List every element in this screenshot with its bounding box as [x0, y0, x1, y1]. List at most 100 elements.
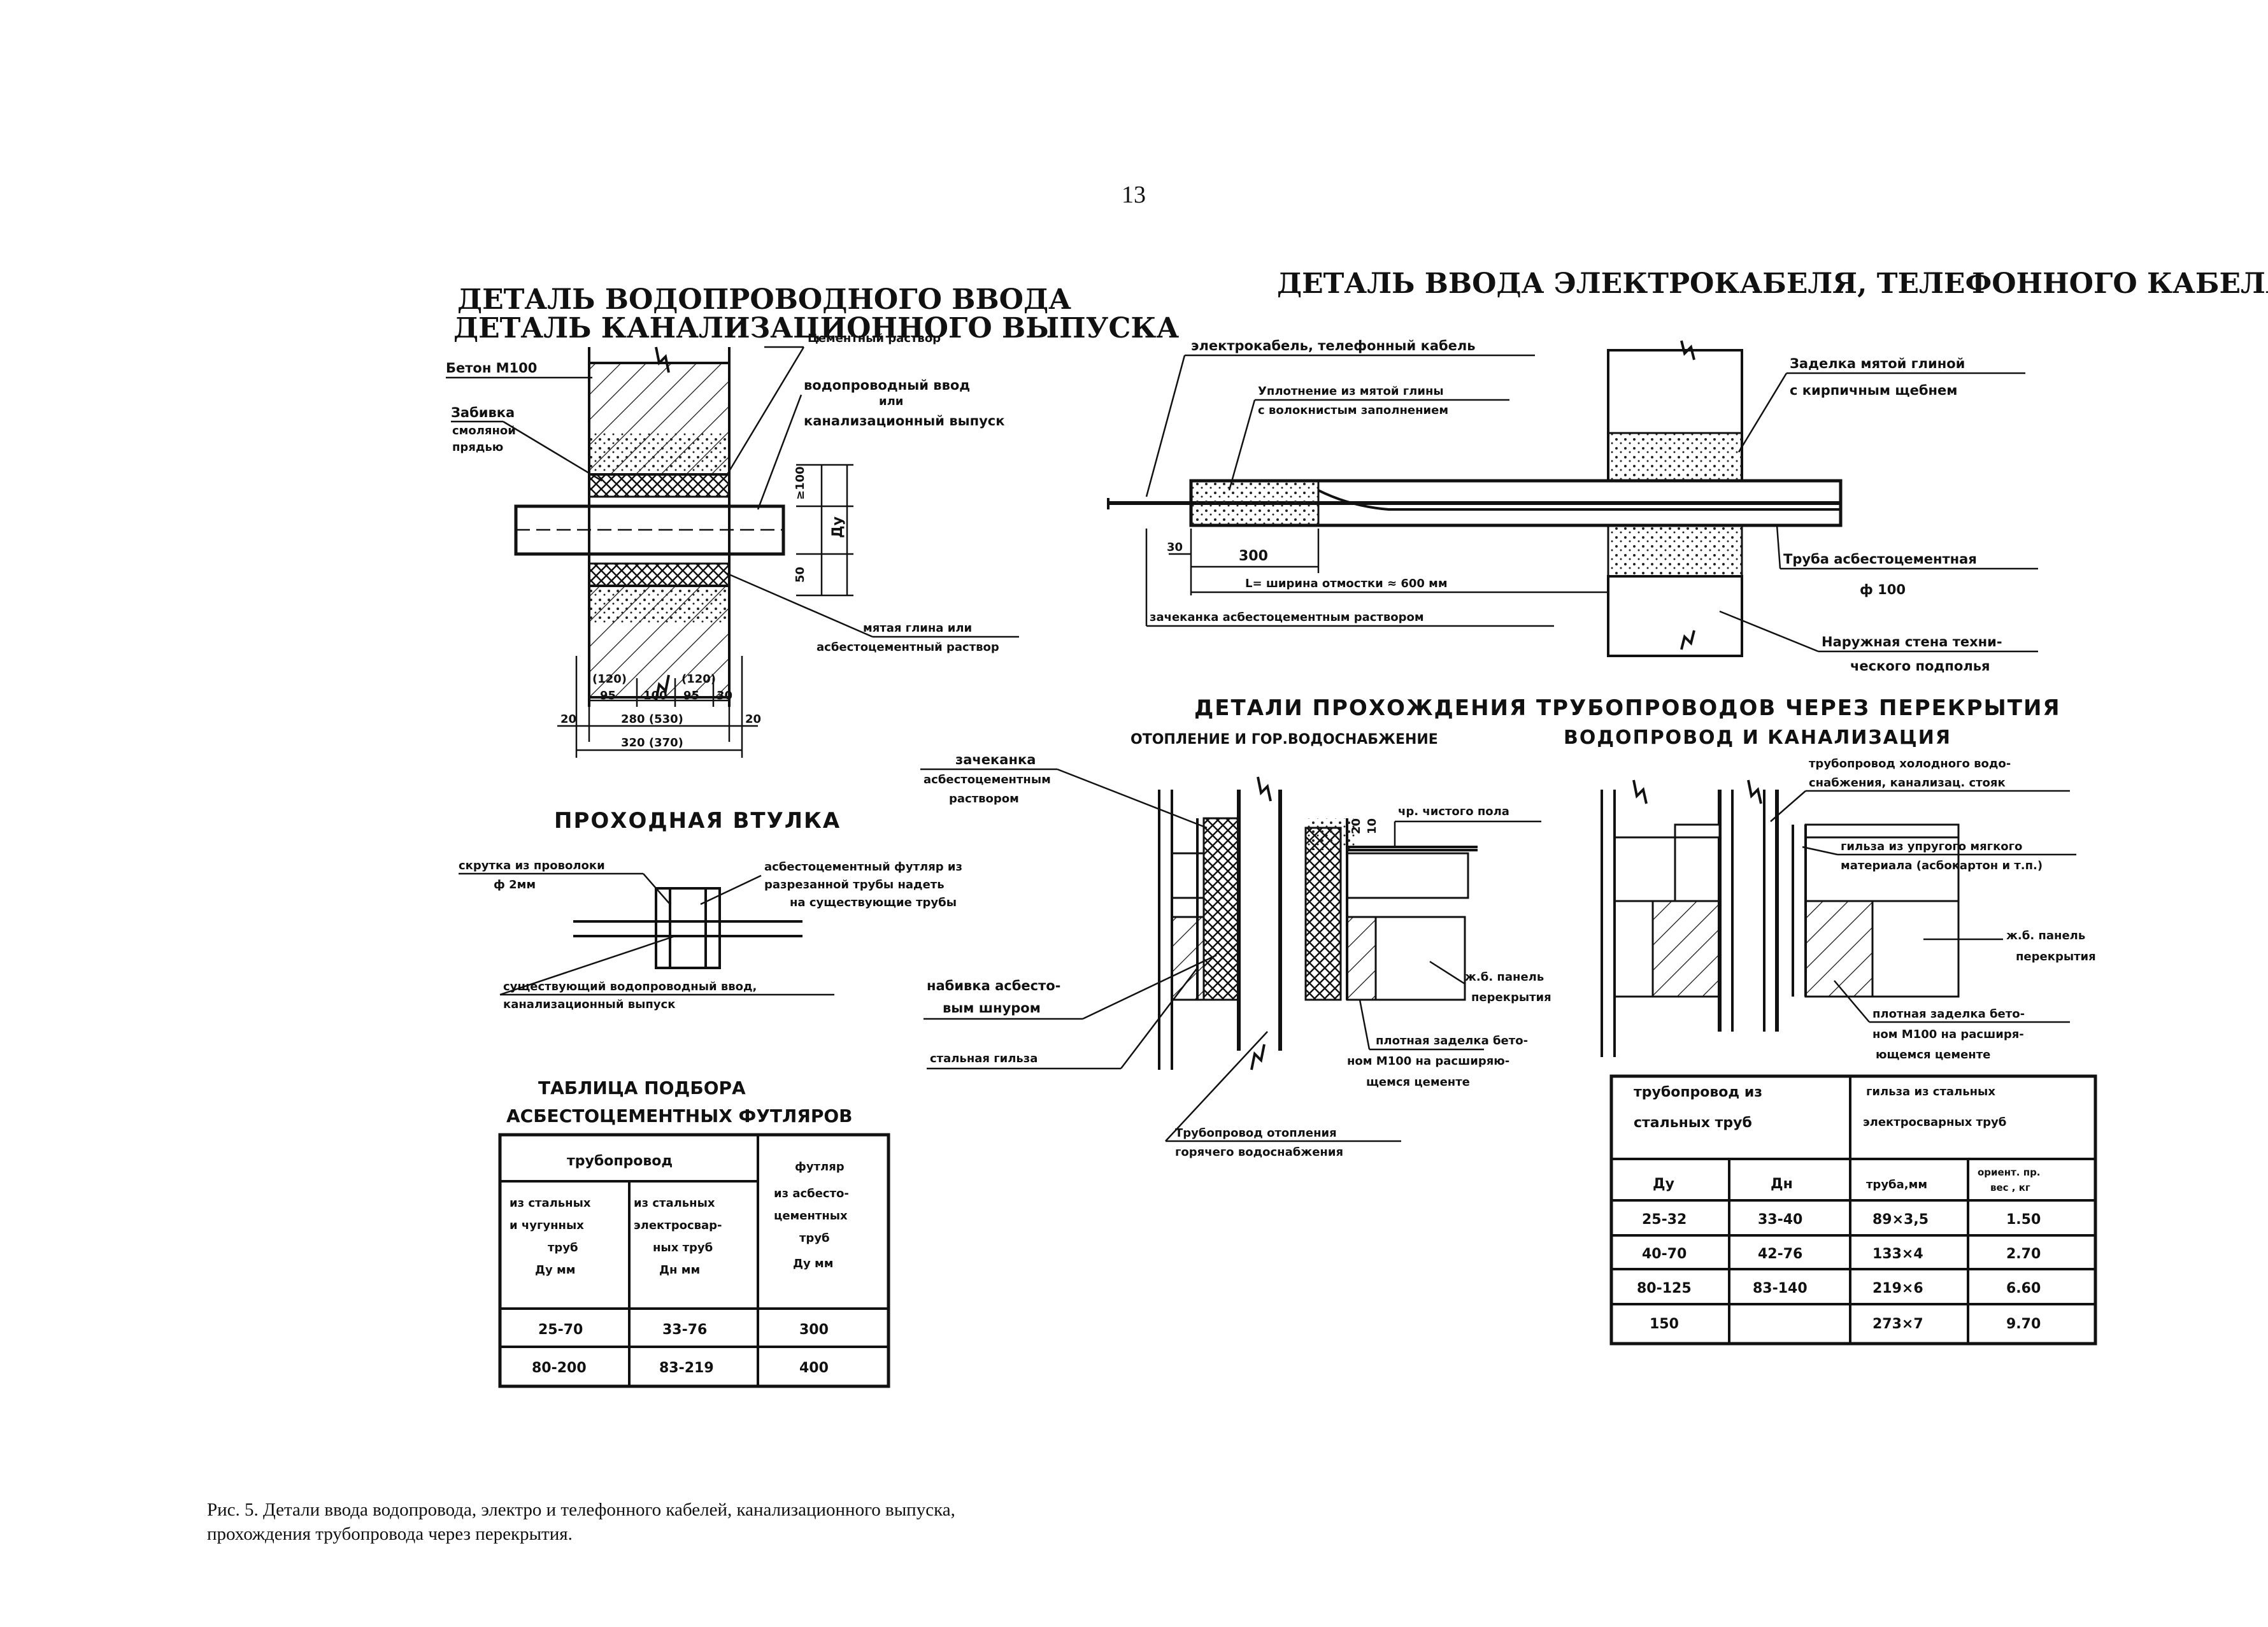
- label-zachek-3: раствором: [949, 792, 1019, 806]
- crossing-title: ДЕТАЛИ ПРОХОЖДЕНИЯ ТРУБОПРОВОДОВ ЧЕРЕЗ П…: [1194, 695, 2061, 721]
- th-r-1a: трубопровод из: [1634, 1084, 1762, 1100]
- table-left-title-2: АСБЕСТОЦЕМЕНТНЫХ ФУТЛЯРОВ: [506, 1105, 852, 1126]
- td-l-1-2: 400: [799, 1360, 829, 1376]
- td-r-2-2: 219×6: [1872, 1281, 1923, 1297]
- label-truba-1: Труба асбестоцементная: [1783, 551, 1977, 567]
- th-r-1b: стальных труб: [1634, 1115, 1752, 1131]
- figure-caption-2: прохождения трубопровода через перекрыти…: [207, 1524, 573, 1544]
- label-zabivka-3: прядью: [452, 441, 503, 454]
- dim-120-b: (120): [681, 672, 716, 686]
- clay-seal: [1190, 480, 1320, 527]
- dim-20-b: 20: [745, 713, 761, 726]
- sleeve-body: [655, 887, 721, 969]
- dim-30: 30: [717, 689, 732, 702]
- th-r-2a: гильза из стальных: [1866, 1085, 1995, 1098]
- td-l-0-1: 33-76: [662, 1322, 707, 1338]
- th-c1c: труб: [548, 1241, 578, 1254]
- water-inlet-title-2: ДЕТАЛЬ КАНАЛИЗАЦИОННОГО ВЫПУСКА: [453, 312, 1179, 345]
- page-number: 13: [1122, 181, 1146, 208]
- label-truba-2: ф 100: [1860, 582, 1906, 597]
- figure-caption-1: Рис. 5. Детали ввода водопровода, электр…: [207, 1500, 955, 1520]
- asbestos-cord-left: [1202, 817, 1240, 1001]
- td-r-0-2: 89×3,5: [1872, 1212, 1929, 1228]
- label-zadelka-1: Заделка мятой глиной: [1790, 356, 1965, 371]
- th-c1d: Ду мм: [535, 1263, 575, 1277]
- cable-inlet-title: ДЕТАЛЬ ВВОДА ЭЛЕКТРОКАБЕЛЯ, ТЕЛЕФОННОГО …: [1277, 267, 2268, 300]
- wall-fill-upper: [1607, 432, 1743, 482]
- label-uplot-1: Уплотнение из мятой глины: [1258, 385, 1444, 398]
- th-trub: трубопровод: [567, 1153, 673, 1169]
- floor-crossing-details: ДЕТАЛИ ПРОХОЖДЕНИЯ ТРУБОПРОВОДОВ ЧЕРЕЗ П…: [920, 695, 2096, 1159]
- td-r-0-1: 33-40: [1758, 1212, 1802, 1228]
- label-glina-2: асбестоцементный раствор: [817, 641, 999, 654]
- label-plot-1: плотная заделка бето-: [1376, 1034, 1528, 1048]
- td-r-1-2: 133×4: [1872, 1246, 1923, 1262]
- td-r-1-0: 40-70: [1642, 1246, 1687, 1262]
- td-r-3-0: 150: [1650, 1316, 1679, 1332]
- label-panel-1: ж.б. панель: [1465, 970, 1544, 984]
- td-r-0-3: 1.50: [2006, 1212, 2041, 1228]
- label-r-plot-3: ющемся цементе: [1876, 1048, 1990, 1062]
- td-l-0-2: 300: [799, 1322, 829, 1338]
- td-l-1-0: 80-200: [532, 1360, 587, 1376]
- dim-100-b: 100: [643, 689, 667, 702]
- label-sush-1: существующий водопроводный ввод,: [503, 980, 757, 993]
- th-c2d: Дн мм: [659, 1263, 700, 1277]
- label-zabivka-1: Забивка: [451, 405, 515, 420]
- dim-320: 320 (370): [621, 736, 683, 750]
- th-r-dy: Ду: [1653, 1176, 1674, 1192]
- th-r-2b: электросварных труб: [1863, 1116, 2006, 1129]
- crossing-sub-left: ОТОПЛЕНИЕ И ГОР.ВОДОСНАБЖЕНИЕ: [1130, 732, 1438, 748]
- crossing-sub-right: ВОДОПРОВОД И КАНАЛИЗАЦИЯ: [1564, 727, 1951, 749]
- packing-lower: [588, 562, 731, 587]
- dim-20-floor: 20: [1350, 818, 1363, 834]
- label-stena-2: ческого подполья: [1850, 658, 1990, 674]
- label-zachek-1: зачеканка: [955, 752, 1036, 767]
- th-c3a: из асбесто-: [774, 1187, 849, 1200]
- table-left-title-1: ТАБЛИЦА ПОДБОРА: [538, 1077, 746, 1098]
- label-cable: электрокабель, телефонный кабель: [1191, 338, 1476, 353]
- label-trub-2: горячего водоснабжения: [1175, 1146, 1343, 1159]
- th-c3c: труб: [799, 1232, 830, 1245]
- th-c1b: и чугунных: [510, 1219, 584, 1232]
- dim-100: ≥100: [794, 466, 807, 500]
- label-r-trub-2: снабжения, канализац. стояк: [1809, 776, 2006, 790]
- cable-inlet-detail: ДЕТАЛЬ ВВОДА ЭЛЕКТРОКАБЕЛЯ, ТЕЛЕФОННОГО …: [1107, 267, 2268, 674]
- th-c2a: из стальных: [634, 1197, 715, 1210]
- td-r-2-0: 80-125: [1637, 1281, 1692, 1297]
- label-stena-1: Наружная стена техни-: [1822, 634, 2002, 650]
- label-panel-2: перекрытия: [1471, 991, 1551, 1004]
- label-sush-2: канализационный выпуск: [503, 998, 675, 1011]
- water-inlet-title-1: ДЕТАЛЬ ВОДОПРОВОДНОГО ВВОДА: [457, 283, 1071, 316]
- td-r-0-0: 25-32: [1642, 1212, 1687, 1228]
- label-nabivka-1: набивка асбесто-: [927, 978, 1060, 993]
- outer-wall-lower: [1607, 575, 1743, 657]
- dim-50: 50: [794, 567, 807, 583]
- td-r-3-3: 9.70: [2006, 1316, 2041, 1332]
- td-r-1-1: 42-76: [1758, 1246, 1802, 1262]
- th-c3d: Ду мм: [793, 1257, 833, 1270]
- label-zachek-2: асбестоцементным: [924, 773, 1051, 786]
- label-zachek: зачеканка асбестоцементным раствором: [1150, 611, 1424, 624]
- th-r-dn: Дн: [1771, 1176, 1793, 1192]
- label-cement: Цементный раствор: [808, 332, 941, 345]
- concrete-fill-lower: [589, 586, 729, 624]
- steel-sleeve-table: трубопровод из стальных труб гильза из с…: [1609, 1074, 2097, 1346]
- label-trub-1: Трубопровод отопления: [1175, 1126, 1337, 1140]
- td-r-2-1: 83-140: [1753, 1281, 1808, 1297]
- passage-sleeve-detail: ПРОХОДНАЯ ВТУЛКА скрутка из проволоки ф …: [459, 808, 962, 1011]
- label-r-gilza-1: гильза из упругого мягкого: [1841, 840, 2022, 853]
- asbestos-sleeve-table: ТАБЛИЦА ПОДБОРА АСБЕСТОЦЕМЕНТНЫХ ФУТЛЯРО…: [498, 1077, 890, 1388]
- label-r-panel-2: перекрытия: [2016, 950, 2096, 963]
- label-beton: Бетон М100: [446, 360, 537, 376]
- label-zabivka-2: смоляной: [452, 424, 516, 437]
- dim-300: 300: [1239, 548, 1268, 564]
- th-r-ves-1: ориент. пр.: [1978, 1167, 2041, 1178]
- td-l-1-1: 83-219: [659, 1360, 714, 1376]
- label-uplot-2: с волокнистым заполнением: [1258, 404, 1448, 417]
- td-r-2-3: 6.60: [2006, 1281, 2041, 1297]
- dim-30-cable: 30: [1167, 541, 1183, 554]
- label-plot-3: щемся цементе: [1366, 1076, 1470, 1089]
- td-l-0-0: 25-70: [538, 1322, 583, 1338]
